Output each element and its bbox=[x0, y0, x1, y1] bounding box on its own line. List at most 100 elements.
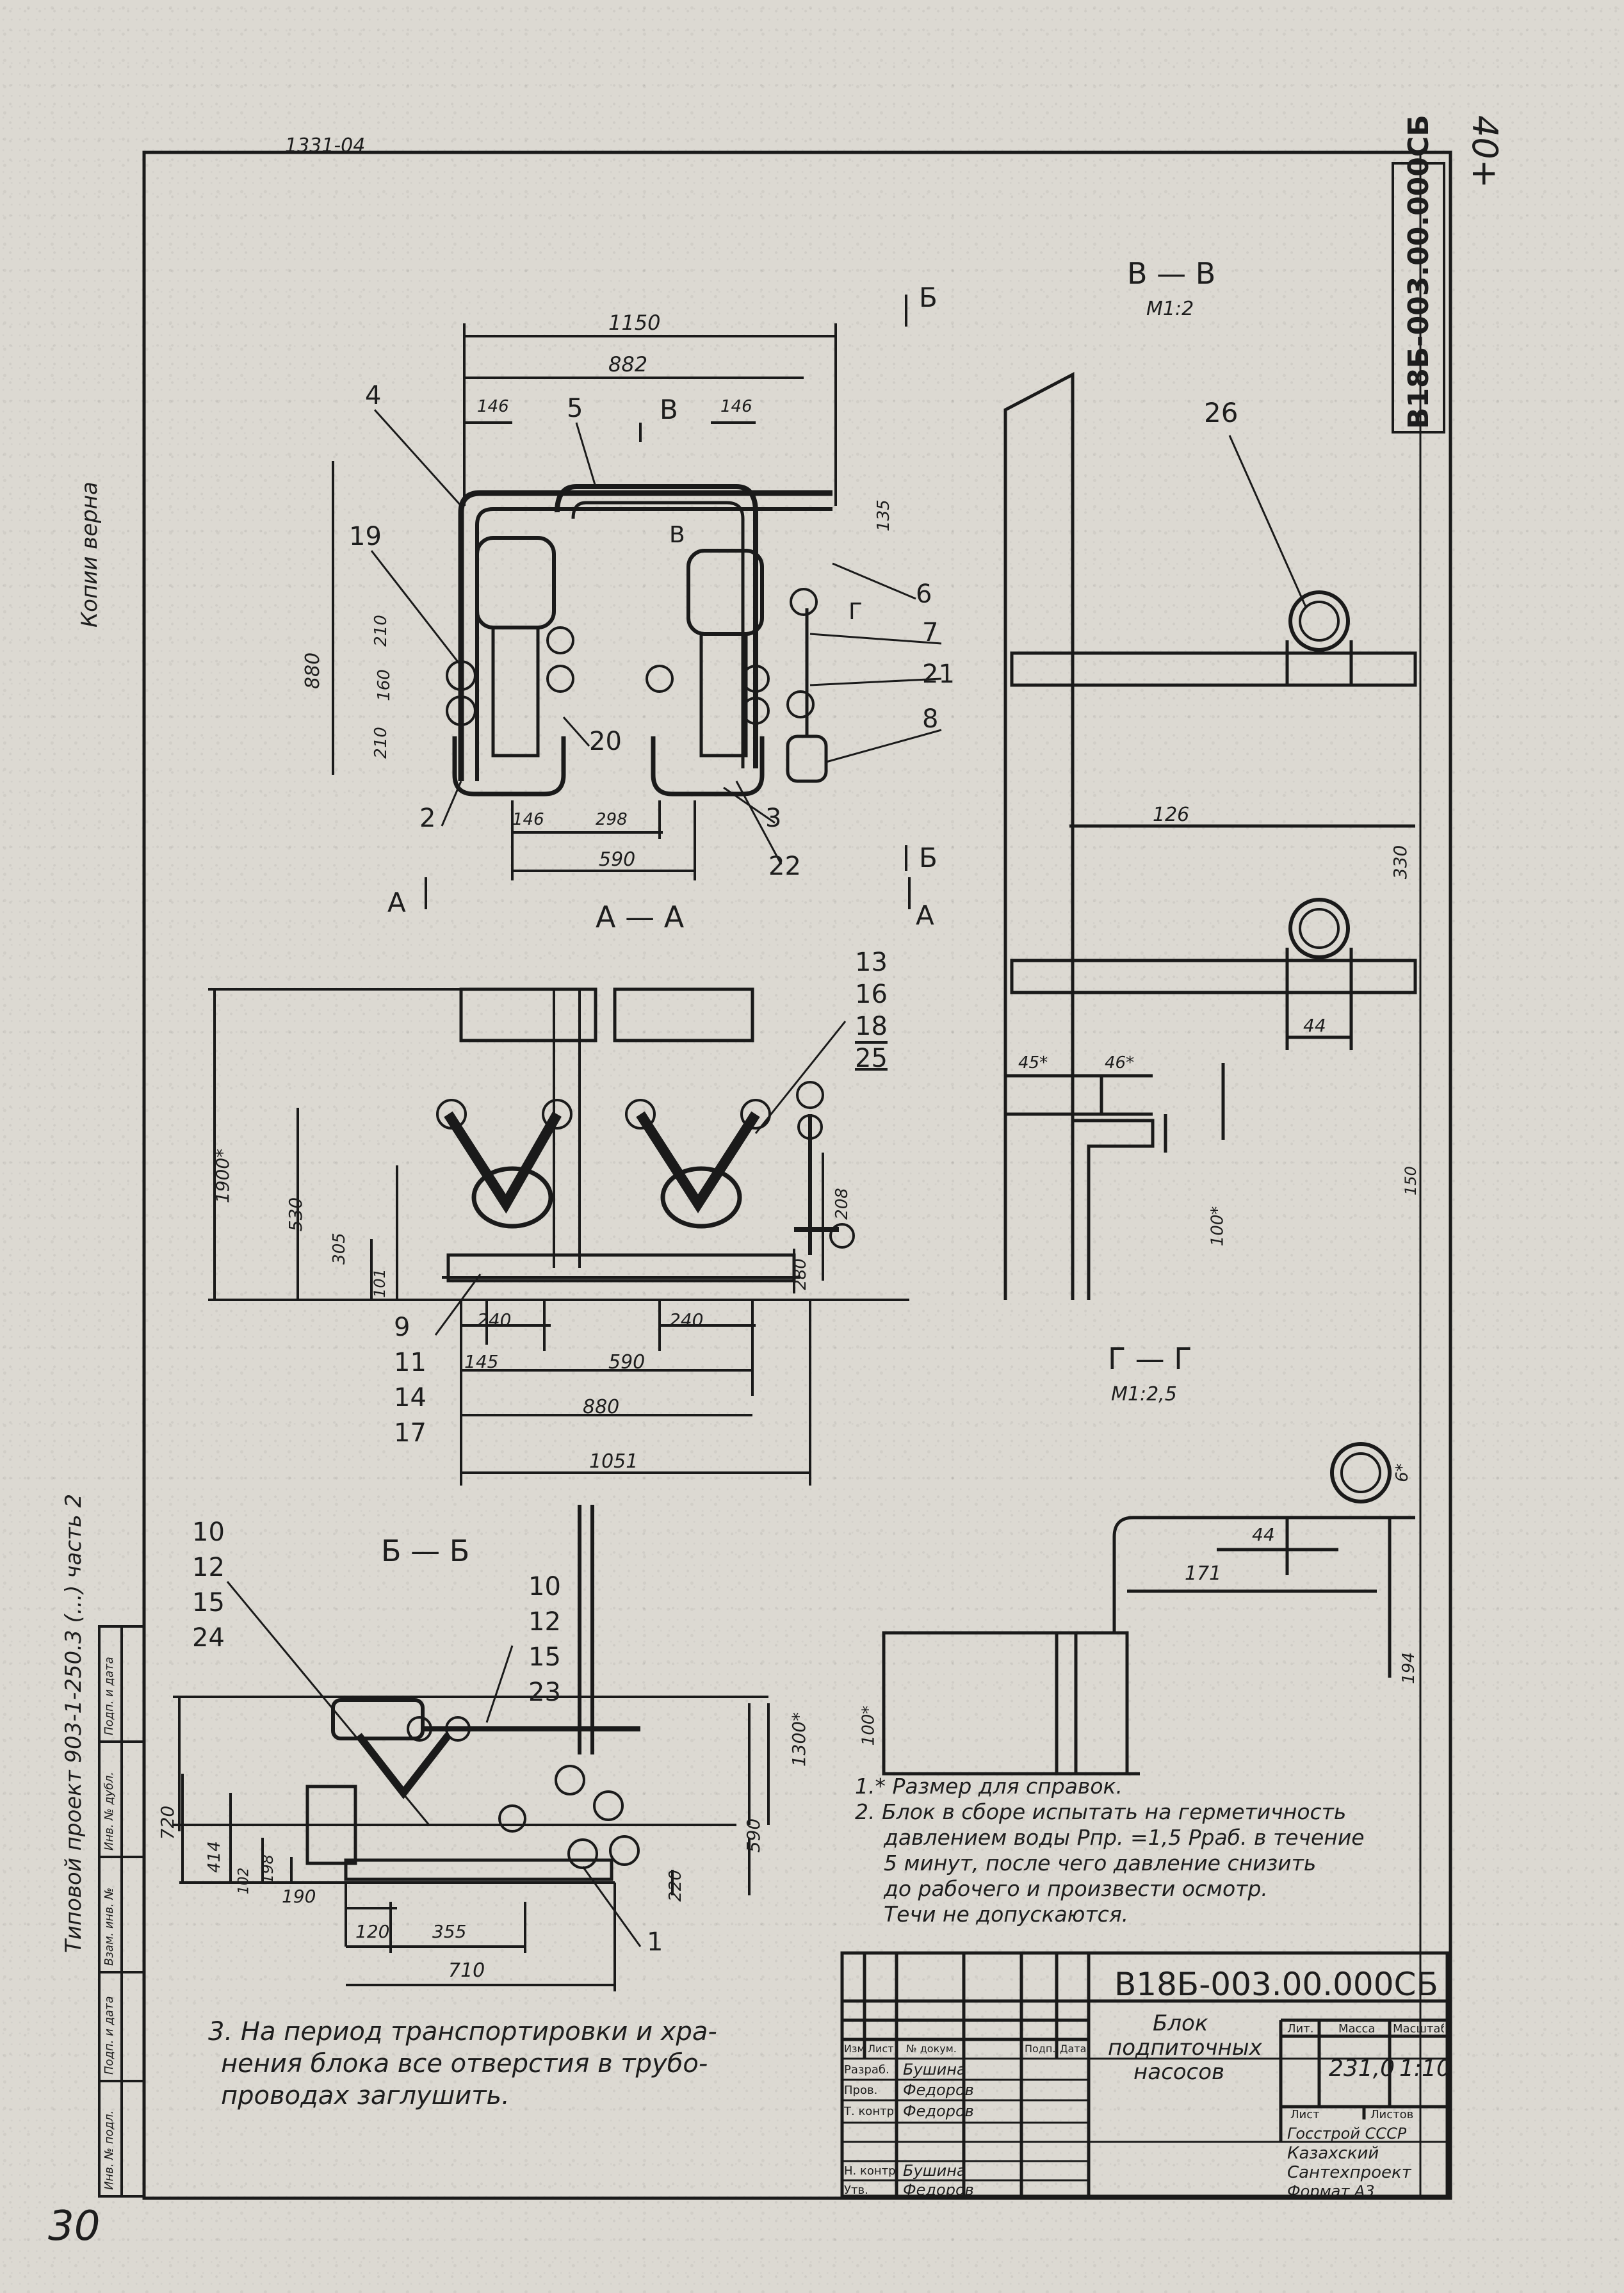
callout-12-left: 12 bbox=[192, 1553, 225, 1582]
view-title-vv: В — В bbox=[1127, 256, 1216, 291]
dim-gg-6: 6* bbox=[1392, 1463, 1412, 1482]
callout-15-left: 15 bbox=[192, 1588, 225, 1617]
org-line: Сантехпроект bbox=[1287, 2163, 1411, 2182]
mass-value: 231,0 bbox=[1329, 2055, 1395, 2082]
sheet-label: Лист bbox=[1290, 2108, 1320, 2121]
callout-10-left: 10 bbox=[192, 1518, 225, 1547]
note-line: до рабочего и произвести осмотр. bbox=[884, 1876, 1268, 1901]
callout-12-right: 12 bbox=[528, 1607, 561, 1637]
vertical-stamp-text: В18Б-003.00.000СБ bbox=[1402, 115, 1435, 429]
dim-208: 208 bbox=[832, 1188, 852, 1220]
org-line: Госстрой СССР bbox=[1287, 2125, 1407, 2143]
row-prov: Пров. bbox=[844, 2084, 878, 2097]
dim-590-bottom: 590 bbox=[743, 1818, 765, 1853]
dim-gg-194: 194 bbox=[1399, 1652, 1418, 1684]
callout-11: 11 bbox=[394, 1348, 426, 1377]
callout-10-right: 10 bbox=[528, 1572, 561, 1601]
col-mass: Масса bbox=[1338, 2022, 1376, 2036]
dim-305: 305 bbox=[329, 1233, 349, 1265]
side-stamp-cell: Подп. и дата bbox=[102, 1996, 116, 2075]
view-title-bb: Б — Б bbox=[381, 1534, 470, 1568]
dim-146-b: 146 bbox=[720, 397, 752, 416]
sheets-label: Листов bbox=[1370, 2108, 1414, 2121]
cut-mark-b-bottom: Б bbox=[919, 842, 938, 873]
callout-4: 4 bbox=[365, 381, 382, 410]
dim-vv-44: 44 bbox=[1303, 1015, 1326, 1036]
dim-gg-44: 44 bbox=[1252, 1524, 1275, 1545]
corner-number: 40+ bbox=[1465, 115, 1505, 188]
dim-135: 135 bbox=[873, 499, 893, 531]
callout-3: 3 bbox=[765, 804, 782, 833]
callout-2: 2 bbox=[419, 804, 436, 833]
dim-vv-45: 45* bbox=[1018, 1053, 1048, 1073]
plan-leaders bbox=[370, 409, 942, 865]
dim-1051: 1051 bbox=[589, 1450, 638, 1473]
dim-590-mid: 590 bbox=[608, 1351, 646, 1373]
dim-vv-150: 150 bbox=[1401, 1166, 1420, 1195]
dim-1900: 1900* bbox=[212, 1148, 234, 1204]
section-vv bbox=[1003, 371, 1417, 1300]
row-nkontr: Н. контр. bbox=[844, 2164, 900, 2178]
callout-5: 5 bbox=[567, 394, 583, 423]
section-gg bbox=[882, 1442, 1415, 1776]
side-stamp-cell: Взам. инв. № bbox=[102, 1887, 116, 1966]
archive-number: 1331-04 bbox=[285, 134, 366, 157]
dim-146-a: 146 bbox=[477, 397, 509, 416]
dim-vv-126: 126 bbox=[1153, 804, 1190, 826]
view-title-aa: А — А bbox=[596, 900, 685, 934]
note3-line: 3. На период транспортировки и хра- bbox=[208, 2017, 717, 2046]
side-stamp-cell: Инв. № дубл. bbox=[102, 1771, 116, 1851]
drawing-designation: В18Б-003.00.000СБ bbox=[1114, 1966, 1438, 2003]
callout-6: 6 bbox=[916, 579, 932, 609]
note3-line: нения блока все отверстия в трубо- bbox=[221, 2049, 708, 2078]
row-razrab: Разраб. bbox=[844, 2063, 889, 2077]
dim-146-c: 146 bbox=[512, 810, 544, 829]
callout-23-right: 23 bbox=[528, 1678, 561, 1707]
callout-24-left: 24 bbox=[192, 1623, 225, 1653]
signer-prov: Федоров bbox=[903, 2081, 974, 2099]
cut-mark-a-left: А bbox=[387, 887, 406, 918]
signer-tkontr: Федоров bbox=[903, 2102, 974, 2120]
dim-720: 720 bbox=[157, 1805, 179, 1840]
dim-vv-330: 330 bbox=[1390, 845, 1411, 880]
title-block-grid bbox=[840, 1951, 1449, 2198]
format-label: Формат А3 bbox=[1287, 2182, 1375, 2200]
cut-mark-a-right: А bbox=[916, 900, 934, 931]
callout-13: 13 bbox=[855, 948, 888, 977]
callout-26: 26 bbox=[1204, 397, 1238, 428]
dim-710: 710 bbox=[448, 1959, 485, 1982]
dim-vv-100: 100* bbox=[1208, 1206, 1228, 1247]
callout-16: 16 bbox=[855, 980, 888, 1009]
signer-razrab: Бушина bbox=[903, 2061, 966, 2078]
hdr-date: Дата bbox=[1060, 2043, 1087, 2055]
org-line: Казахский bbox=[1287, 2144, 1379, 2163]
callout-15-right: 15 bbox=[528, 1642, 561, 1672]
hdr-doc: № докум. bbox=[906, 2043, 957, 2055]
callout-1: 1 bbox=[647, 1927, 663, 1957]
callout-14: 14 bbox=[394, 1383, 426, 1413]
plan-view-pumps bbox=[332, 295, 911, 909]
dim-gg-171: 171 bbox=[1185, 1562, 1222, 1585]
hdr-sign: Подп. bbox=[1025, 2043, 1056, 2055]
side-stamp-strip bbox=[98, 1625, 145, 2198]
dim-gg-100: 100* bbox=[859, 1705, 879, 1746]
page-number: 30 bbox=[48, 2203, 101, 2250]
callout-7: 7 bbox=[922, 618, 939, 647]
cut-mark-g: Г bbox=[849, 599, 863, 625]
cut-mark-v-inner: В bbox=[669, 522, 685, 548]
hdr-izm: Изм bbox=[844, 2043, 865, 2055]
dim-590-top: 590 bbox=[599, 848, 636, 871]
note-line: 5 минут, после чего давление снизить bbox=[884, 1851, 1317, 1876]
dim-210-a: 210 bbox=[371, 615, 391, 647]
callout-9: 9 bbox=[394, 1313, 410, 1342]
hdr-list: Лист bbox=[868, 2043, 894, 2055]
dim-145: 145 bbox=[464, 1351, 499, 1372]
dim-102: 102 bbox=[236, 1867, 252, 1895]
side-stamp-cell: Инв. № подл. bbox=[102, 2110, 116, 2190]
vv-leaders bbox=[1228, 435, 1308, 609]
row-tkontr: Т. контр. bbox=[844, 2105, 898, 2118]
view-scale-gg: М1:2,5 bbox=[1111, 1383, 1177, 1406]
signer-utv: Федоров bbox=[903, 2181, 974, 2199]
callout-25: 25 bbox=[855, 1044, 888, 1073]
dim-880-mid: 880 bbox=[583, 1396, 620, 1418]
